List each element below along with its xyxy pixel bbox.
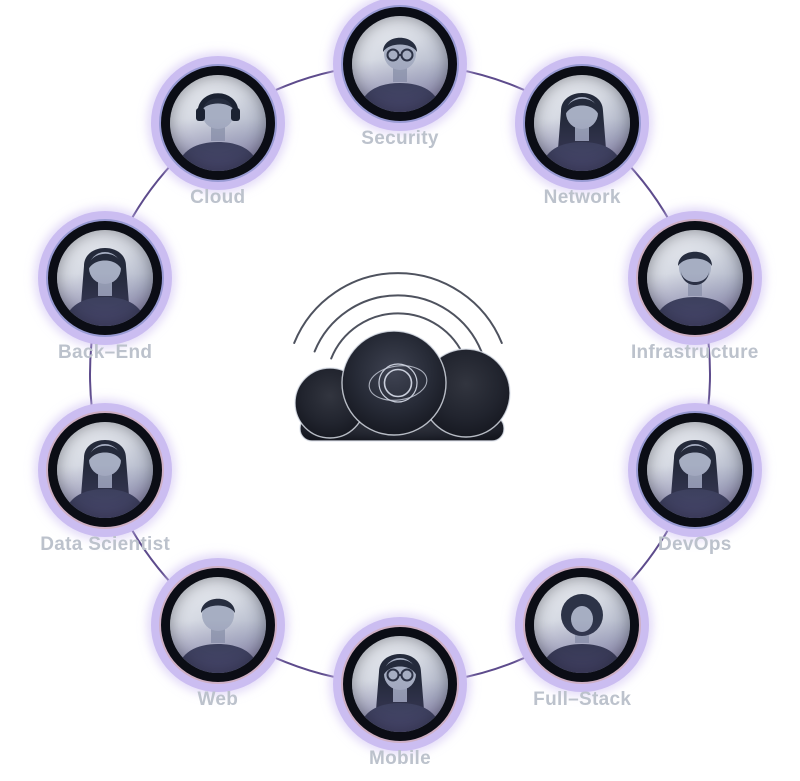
woman-long-hair-glasses-icon (359, 654, 441, 732)
member-label: Web (197, 688, 239, 710)
avatar (352, 16, 448, 112)
member-label: Full–Stack (533, 688, 632, 710)
avatar (534, 75, 631, 172)
woman-long-hair-icon (541, 93, 624, 172)
avatar (534, 576, 631, 673)
team-member-node: Mobile (343, 627, 457, 769)
man-headphones-icon (176, 93, 259, 172)
team-member-node: Back–End (48, 221, 163, 363)
woman-hijab-icon (541, 593, 624, 673)
avatar (169, 576, 266, 673)
avatar (352, 636, 448, 732)
woman-ponytail-icon (64, 248, 147, 327)
man-curly-hair-glasses-icon (359, 37, 441, 112)
signal-arcs-icon (293, 272, 503, 360)
member-label: Infrastructure (630, 342, 759, 364)
cloud-body-icon (294, 330, 511, 442)
avatar (169, 75, 266, 172)
team-member-node: Network (525, 66, 640, 208)
member-label: Mobile (369, 748, 431, 769)
team-member-node: Web (160, 567, 275, 710)
woman-braids-icon (64, 439, 147, 518)
member-label: Back–End (58, 342, 153, 364)
team-member-node: Full–Stack (525, 567, 640, 710)
member-label: Network (543, 187, 621, 209)
member-label: Security (361, 128, 439, 149)
team-member-node: Infrastructure (631, 221, 758, 363)
lens-icon (368, 363, 428, 403)
member-label: Cloud (190, 187, 246, 209)
center-cloud-graphic (270, 258, 530, 458)
avatar (646, 421, 743, 518)
man-beard-icon (653, 251, 736, 327)
cloud-signal-icon (293, 272, 511, 442)
avatar (57, 421, 154, 518)
member-label: Data Scientist (40, 533, 171, 555)
member-label: DevOps (658, 533, 732, 555)
team-member-node: Cloud (160, 66, 275, 208)
team-member-node: Data Scientist (40, 412, 170, 555)
man-short-hair-icon (176, 598, 259, 673)
avatar (646, 230, 743, 327)
team-member-node: DevOps (637, 412, 752, 555)
woman-long-hair-icon (653, 439, 736, 518)
team-member-node: Security (343, 7, 457, 149)
avatar (57, 230, 154, 327)
